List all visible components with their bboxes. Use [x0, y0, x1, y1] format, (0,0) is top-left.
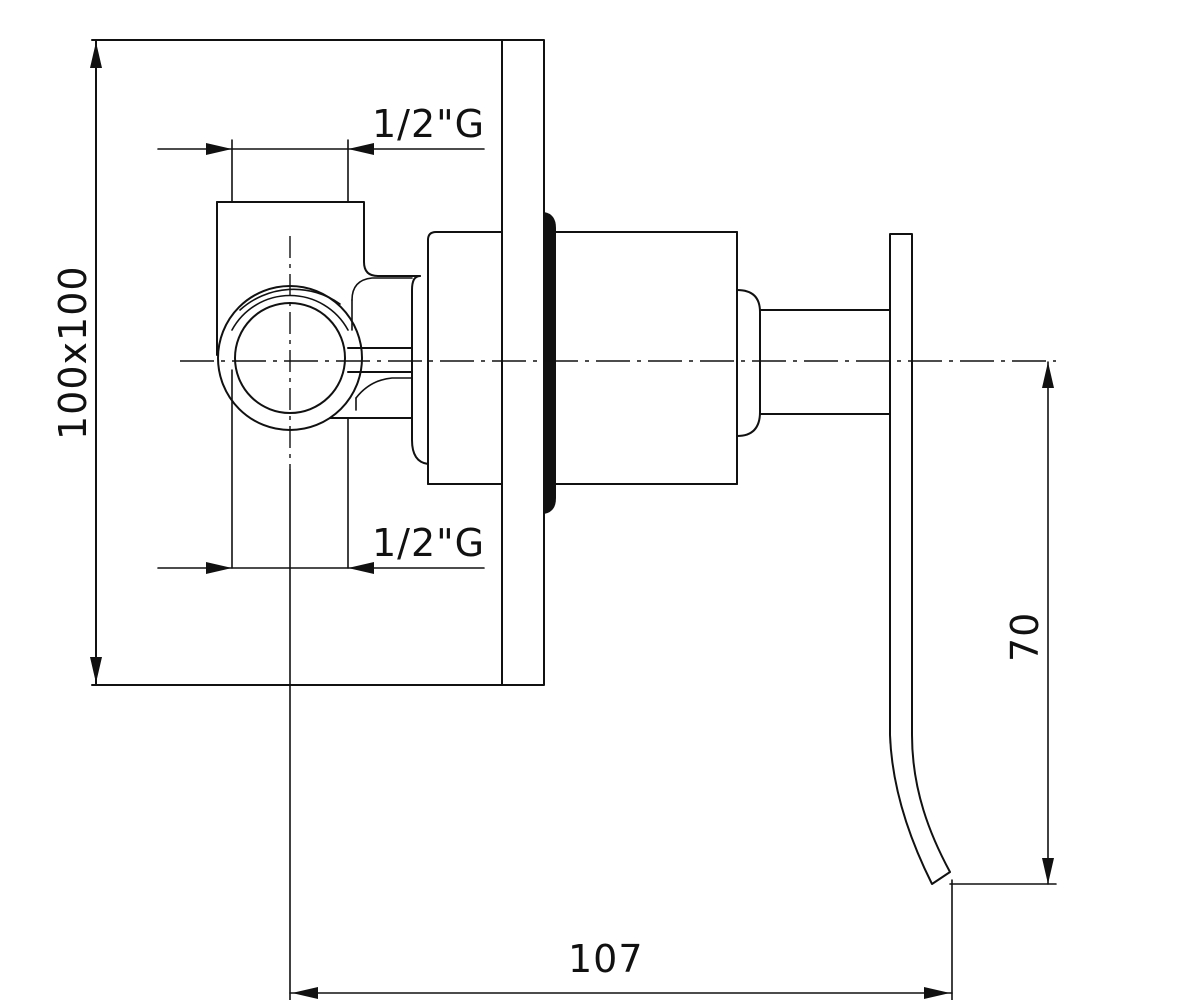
lever-handle [889, 233, 951, 885]
valve-body [216, 201, 503, 485]
label-connection-top: 1/2"G [372, 102, 485, 146]
dimension-overall-depth [289, 469, 953, 1000]
dimension-lever-drop [949, 361, 1057, 885]
label-lever-drop: 70 [1003, 612, 1047, 662]
label-overall-depth: 107 [568, 937, 644, 981]
dimension-connection-bottom [157, 369, 485, 574]
arrow-down-plate [90, 657, 102, 683]
arrow-up-plate [90, 42, 102, 68]
label-plate-size: 100x100 [51, 265, 95, 440]
gasket [544, 212, 556, 514]
label-connection-bottom: 1/2"G [372, 521, 485, 565]
valve-sleeve [555, 231, 891, 485]
dimension-connection-top [157, 139, 485, 203]
plate-dimension-box [90, 39, 503, 686]
cover-plate [501, 39, 545, 686]
